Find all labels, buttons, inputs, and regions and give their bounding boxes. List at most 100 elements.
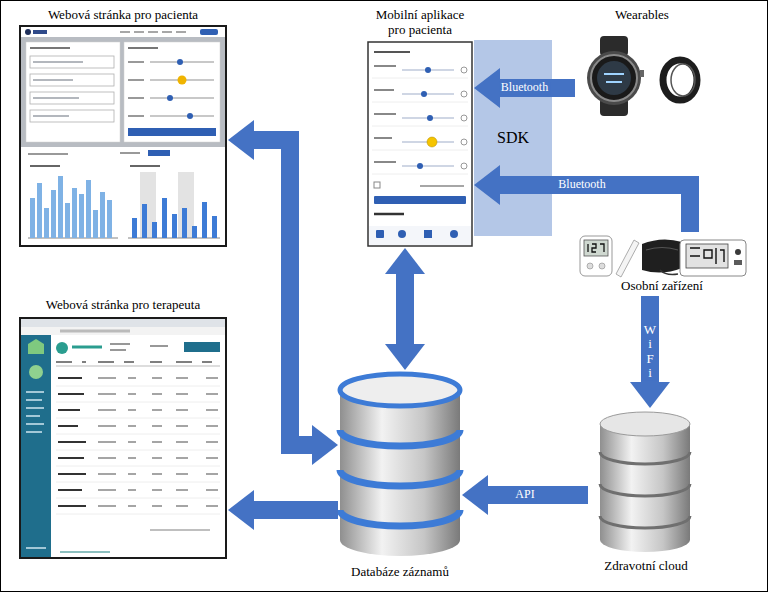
mobile-app-screenshot: [417, 67, 433, 169]
mobile-app-screenshot: [374, 213, 404, 216]
mobile-app-screenshot: [461, 91, 467, 97]
patient-website-screenshot: [33, 30, 47, 34]
cloud-database-icon: [600, 412, 690, 552]
smart-ring-icon: [663, 60, 697, 100]
smartwatch-icon: [587, 51, 641, 105]
therapist-website-screenshot: [20, 318, 226, 558]
mobile-app-panel: Mobilní aplikace pro pacienta: [366, 6, 474, 248]
glucose-meter-icon: [599, 263, 605, 269]
therapist-website-screenshot: [28, 339, 44, 354]
therapist-website-screenshot: [58, 378, 86, 506]
glucose-meter-icon: [580, 236, 639, 277]
mobile-app-screenshot: [461, 115, 467, 121]
blood-pressure-monitor-icon: [642, 239, 746, 276]
smartwatch-icon: [640, 70, 644, 77]
device-label: Osobní zařízení: [621, 279, 703, 294]
mobile-app-screenshot: [402, 70, 454, 166]
mobile-app-screenshot: [425, 67, 431, 73]
wearables-group: Wearables: [575, 6, 709, 118]
glucose-meter-icon: [616, 240, 639, 277]
flow-arrow: [254, 140, 312, 445]
therapist-website-screenshot: [56, 366, 220, 367]
cloud-database-icon: [600, 452, 690, 528]
mobile-app-screenshot: [374, 182, 380, 188]
connector-label: Bluetooth: [556, 178, 607, 191]
mobile-app-screenshot: [374, 196, 466, 204]
device-group: Osobní zařízení: [572, 232, 752, 296]
panel-title: Webová stránka pro pacienta: [48, 8, 198, 23]
therapist-website-screenshot: [21, 319, 225, 327]
mobile-app-screenshot: [368, 42, 472, 246]
blood-pressure-monitor-icon: [686, 244, 728, 268]
database-label: Zdravotní cloud: [604, 559, 687, 574]
patient-website-screenshot: [167, 95, 173, 101]
therapist-website-screenshot: [98, 378, 218, 506]
therapist-website-screenshot: [184, 342, 220, 352]
mobile-app-screenshot: [417, 163, 423, 169]
patient-website-screenshot: [21, 37, 225, 147]
patient-website-screenshot: [128, 47, 158, 49]
mobile-app-screenshot: [424, 230, 432, 238]
mobile-app-screenshot: [450, 230, 458, 238]
mobile-app-screenshot: [427, 137, 437, 147]
therapist-website-screenshot: [60, 551, 110, 553]
mobile-app-screenshot: [461, 67, 467, 73]
cloud-database-icon: [600, 424, 690, 552]
sdk-band: SDK: [474, 40, 552, 236]
database-label: Databáze záznamů: [351, 565, 449, 580]
blood-pressure-monitor-icon: [735, 249, 741, 255]
blood-pressure-monitor-icon: [680, 240, 746, 276]
mobile-app-screenshot: [372, 78, 468, 174]
patient-website-screenshot: [150, 62, 214, 116]
mobile-app-screenshot: [374, 66, 396, 162]
smartwatch-icon: [597, 61, 631, 95]
therapist-website-screenshot: [21, 335, 51, 557]
blood-pressure-monitor-icon: [690, 248, 724, 264]
blood-pressure-monitor-icon: [646, 248, 678, 251]
mobile-app-screenshot: [376, 230, 384, 238]
mobile-app-screenshot: [420, 185, 464, 187]
mobile-app-screenshot: [398, 230, 406, 238]
patient-website-screenshot: [128, 62, 144, 116]
patient-website-screenshot: [30, 176, 112, 238]
therapist-website-screenshot: [56, 342, 68, 354]
connector-label: Bluetooth: [499, 81, 550, 94]
therapist-website-screenshot: [29, 365, 43, 379]
patient-website-screenshot: [128, 128, 216, 136]
blood-pressure-monitor-icon: [734, 260, 742, 265]
glucose-meter-icon: [584, 240, 608, 256]
mobile-app-screenshot: [376, 230, 458, 238]
records-database-icon: [340, 430, 460, 526]
blood-pressure-monitor-icon: [660, 270, 678, 275]
mobile-app-screenshot: [461, 67, 467, 169]
therapist-website-screenshot: [110, 344, 168, 350]
panel-title: Wearables: [615, 8, 669, 23]
smart-ring-icon: [671, 64, 695, 96]
connector-label: API: [513, 488, 536, 501]
flow-arrow: [641, 296, 659, 382]
therapist-website-screenshot: [56, 361, 218, 363]
therapist-website-screenshot: [26, 547, 46, 549]
band-label: SDK: [497, 129, 529, 147]
panel-title: Mobilní aplikace pro pacienta: [370, 8, 470, 38]
records-database-icon: [340, 374, 460, 406]
mobile-app-screenshot: [368, 42, 472, 246]
patient-website-screenshot: [132, 198, 217, 238]
website-panel: Webová stránka pro pacienta: [18, 6, 228, 248]
mobile-app-screenshot: [461, 139, 467, 145]
therapist-website-screenshot: [21, 327, 225, 335]
patient-website-screenshot: [25, 29, 31, 35]
glucose-meter-icon: [588, 244, 604, 252]
records-database-icon: [340, 374, 460, 556]
patient-website-screenshot: [20, 26, 226, 246]
mobile-app-screenshot: [374, 51, 410, 53]
mobile-app-screenshot: [421, 91, 427, 97]
patient-website-screenshot: [28, 153, 140, 154]
patient-website-screenshot: [20, 26, 226, 246]
patient-website-screenshot: [178, 76, 187, 85]
therapist-website-screenshot: [72, 346, 102, 349]
flow-arrow: [254, 501, 338, 519]
patient-website-screenshot: [148, 150, 170, 156]
patient-website-screenshot: [124, 42, 220, 142]
patient-website-screenshot: [187, 113, 193, 119]
